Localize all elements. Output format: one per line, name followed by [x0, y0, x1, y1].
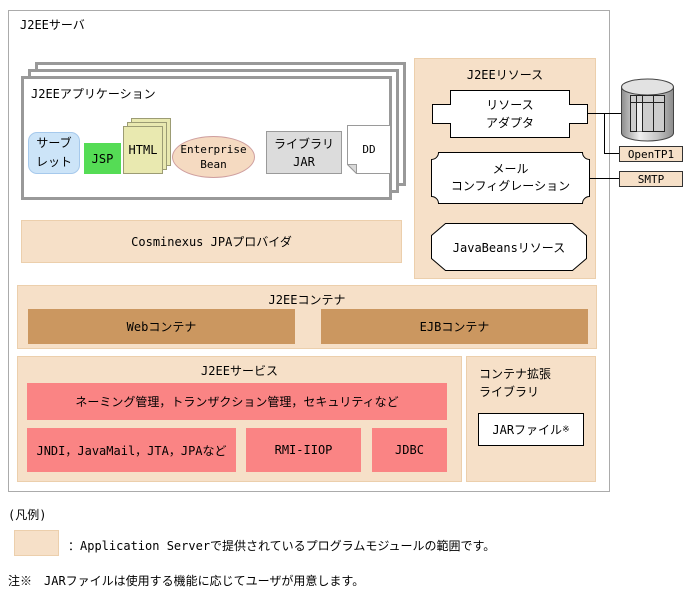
naming-management-box: ネーミング管理，トランザクション管理，セキュリティなど	[27, 383, 447, 420]
html-pages: HTML	[123, 118, 172, 174]
resource-adapter-label: リソース アダプタ	[485, 98, 534, 130]
legend-swatch	[14, 530, 59, 556]
j2ee-server-label: J2EEサーバ	[20, 18, 85, 32]
dd-document-icon: DD	[347, 125, 391, 174]
jar-file-box: JARファイル※	[478, 413, 584, 446]
ejb-container-box: EJBコンテナ	[321, 309, 588, 344]
connector-line	[589, 178, 619, 179]
extension-library-box: コンテナ拡張 ライブラリ JARファイル※	[466, 356, 596, 482]
javabeans-resource-shape: JavaBeansリソース	[431, 223, 587, 271]
note-text: 注※ JARファイルは使用する機能に応じてユーザが用意します。	[8, 574, 365, 588]
container-title: J2EEコンテナ	[268, 293, 346, 307]
javabeans-resource-label: JavaBeansリソース	[452, 240, 566, 255]
services-box: J2EEサービス ネーミング管理，トランザクション管理，セキュリティなど JND…	[17, 356, 462, 482]
mail-configuration-label: メール コンフィグレーション	[450, 162, 571, 193]
jndi-box: JNDI，JavaMail，JTA，JPAなど	[27, 428, 236, 472]
html-page: HTML	[123, 126, 163, 174]
mail-configuration-outline	[431, 152, 590, 204]
connector-line	[604, 153, 619, 154]
jar-file-label: JARファイル	[492, 423, 563, 437]
resources-title: J2EEリソース	[466, 68, 544, 82]
legend-heading: (凡例)	[8, 508, 47, 522]
resource-adapter-shape: リソース アダプタ	[432, 90, 588, 138]
web-container-box: Webコンテナ	[28, 309, 295, 344]
database-icon	[621, 78, 674, 142]
jdbc-box: JDBC	[372, 428, 447, 472]
extension-library-title: コンテナ拡張 ライブラリ	[479, 367, 552, 399]
rmi-iiop-box: RMI-IIOP	[246, 428, 361, 472]
servlet-box: サーブ レット	[28, 132, 80, 174]
jpa-provider-bar: Cosminexus JPAプロバイダ	[21, 220, 402, 263]
connector-line	[604, 113, 605, 154]
javabeans-resource-outline	[431, 223, 587, 271]
resources-box: J2EEリソース リソース アダプタ メール コンフィグレーション JavaBe…	[414, 58, 596, 279]
smtp-box: SMTP	[619, 171, 683, 187]
enterprise-bean-ellipse: Enterprise Bean	[172, 136, 255, 178]
dd-page-shape	[347, 125, 391, 174]
legend-description: ：Application Serverで提供されているプログラムモジュールの範囲…	[68, 539, 496, 553]
services-title: J2EEサービス	[201, 364, 278, 378]
opentp1-box: OpenTP1	[619, 146, 683, 162]
mail-configuration-shape: メール コンフィグレーション	[431, 152, 590, 204]
library-jar-box: ライブラリ JAR	[266, 131, 342, 174]
html-label: HTML	[128, 143, 158, 157]
jsp-box: JSP	[84, 143, 121, 174]
app-box-label: J2EEアプリケーション	[31, 87, 156, 101]
jar-file-note-mark: ※	[562, 424, 570, 435]
container-box: J2EEコンテナ Webコンテナ EJBコンテナ	[17, 285, 597, 349]
resource-adapter-outline	[432, 90, 588, 138]
dd-label: DD	[362, 143, 376, 156]
